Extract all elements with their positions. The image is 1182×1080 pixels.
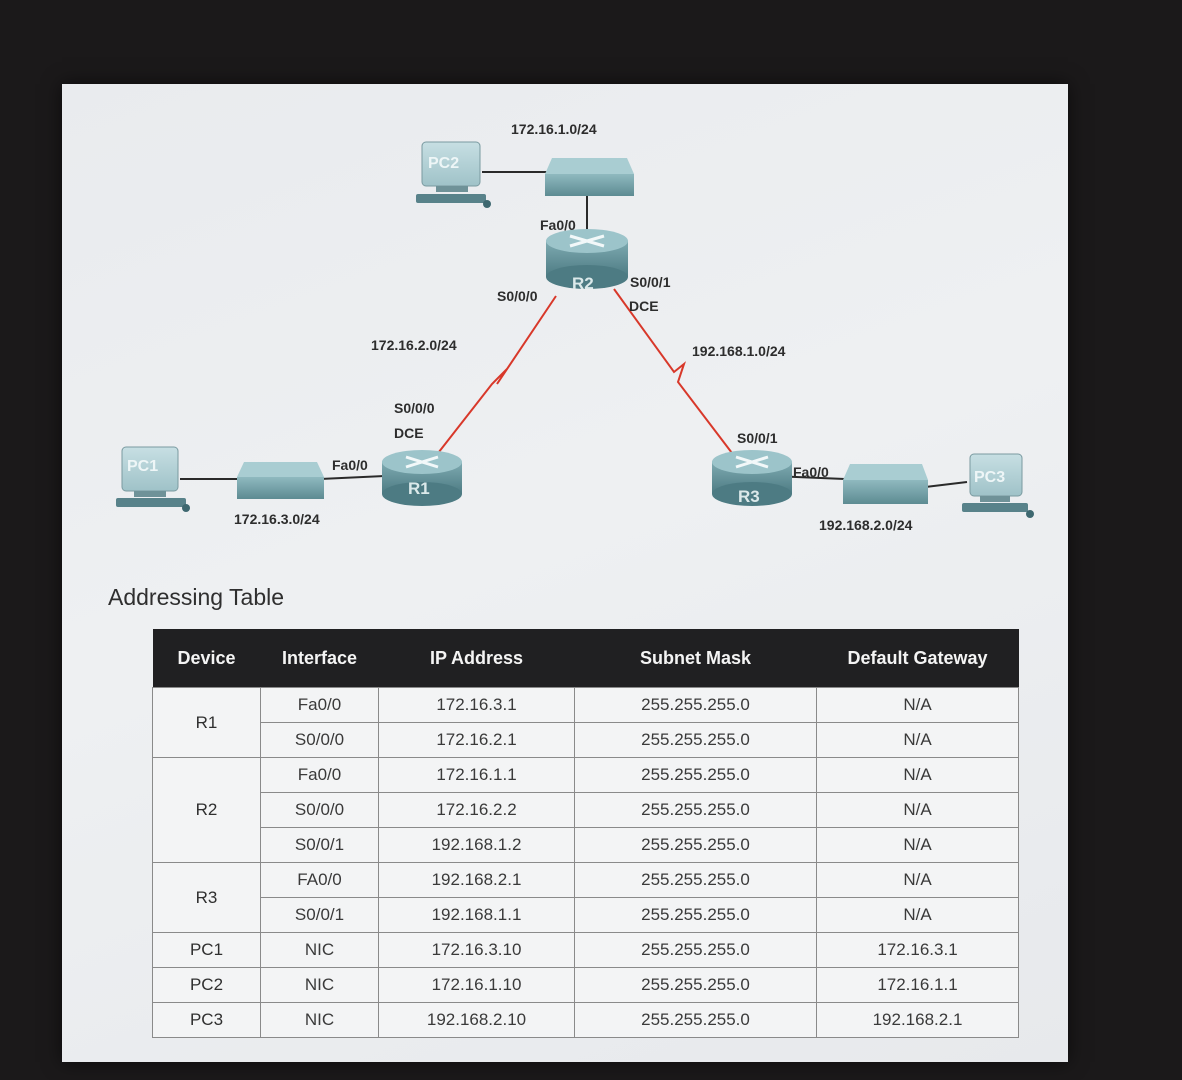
ip-cell: 172.16.3.1 [378,687,575,723]
gateway-cell: N/A [816,827,1019,863]
serial-link-r1-r2 [434,295,557,458]
switch-icon-r3-lan [843,464,928,504]
table-row: R3 FA0/0 192.168.2.1 255.255.255.0 N/A [152,862,1019,933]
r2-label: R2 [572,274,594,293]
gateway-cell: N/A [816,897,1019,933]
pc1-icon: PC1 [116,446,190,512]
gateway-cell: 172.16.1.1 [816,967,1019,1003]
ip-cell: 172.16.2.2 [378,792,575,828]
interface-cell: Fa0/0 [260,757,379,793]
interface-cell: S0/0/1 [260,827,379,863]
device-cell: PC3 [152,1002,261,1038]
serial-link-r2-r3 [613,288,736,458]
table-row: PC1 NIC 172.16.3.10 255.255.255.0 172.16… [152,932,1019,968]
gateway-cell: N/A [816,722,1019,758]
device-cell: R2 [152,757,261,863]
mask-cell: 255.255.255.0 [574,827,817,863]
pc3-icon: PC3 [962,453,1034,518]
mask-cell: 255.255.255.0 [574,862,817,898]
document-page: PC2 R2 PC1 [62,84,1068,1062]
pc1-label: PC1 [127,458,158,475]
interface-label-r2-fa0-0: Fa0/0 [540,217,576,233]
device-cell: PC2 [152,967,261,1003]
interface-cell: NIC [260,967,379,1003]
ip-cell: 172.16.3.10 [378,932,575,968]
interface-cell: S0/0/0 [260,792,379,828]
interface-label-r1-s0-0-0: S0/0/0 [394,400,435,416]
header-default-gateway: Default Gateway [816,629,1019,688]
switch-icon-r2-lan [545,158,634,196]
mask-cell: 255.255.255.0 [574,687,817,723]
pc3-label: PC3 [974,469,1005,486]
device-cell: R3 [152,862,261,933]
link-switch-r1 [319,475,385,480]
pc2-icon: PC2 [416,141,491,208]
interface-label-r3-fa0-0: Fa0/0 [793,464,829,480]
gateway-cell: 172.16.3.1 [816,932,1019,968]
interface-cell: S0/0/0 [260,722,379,758]
router-icon-r3: R3 [712,450,792,506]
header-ip-address: IP Address [378,629,575,688]
interface-cell: Fa0/0 [260,687,379,723]
mask-cell: 255.255.255.0 [574,722,817,758]
ip-cell: 192.168.2.10 [378,1002,575,1038]
table-row: S0/0/0 172.16.2.1 255.255.255.0 N/A [153,722,1019,758]
ip-cell: 172.16.1.1 [378,757,575,793]
network-label-wan-r2-r3: 192.168.1.0/24 [692,343,786,359]
network-label-lan-pc2: 172.16.1.0/24 [511,121,597,137]
mask-cell: 255.255.255.0 [574,1002,817,1038]
table-row: S0/0/0 172.16.2.2 255.255.255.0 N/A [153,792,1019,828]
gateway-cell: 192.168.2.1 [816,1002,1019,1038]
gateway-cell: N/A [816,792,1019,828]
table-row: PC3 NIC 192.168.2.10 255.255.255.0 192.1… [152,1002,1019,1038]
interface-label-r2-s0-0-0: S0/0/0 [497,288,538,304]
network-label-lan-pc1: 172.16.3.0/24 [234,511,320,527]
interface-label-r2-s0-0-1: S0/0/1 [630,274,671,290]
gateway-cell: N/A [816,757,1019,793]
mask-cell: 255.255.255.0 [574,897,817,933]
header-interface: Interface [260,629,379,688]
mask-cell: 255.255.255.0 [574,792,817,828]
network-label-wan-r1-r2: 172.16.2.0/24 [371,337,457,353]
interface-label-r2-dce: DCE [629,298,659,314]
gateway-cell: N/A [816,687,1019,723]
table-row: S0/0/1 192.168.1.2 255.255.255.0 N/A [153,827,1019,863]
interface-label-r3-s0-0-1: S0/0/1 [737,430,778,446]
interface-cell: FA0/0 [260,862,379,898]
r1-label: R1 [408,479,430,498]
interface-label-r1-dce: DCE [394,425,424,441]
network-topology-diagram: PC2 R2 PC1 [116,121,1034,533]
section-title: Addressing Table [108,584,285,610]
r3-label: R3 [738,487,760,506]
router-icon-r2: R2 [546,229,628,293]
device-cell: PC1 [152,932,261,968]
table-row: R1 Fa0/0 172.16.3.1 255.255.255.0 N/A [152,687,1019,758]
interface-label-r1-fa0-0: Fa0/0 [332,457,368,473]
mask-cell: 255.255.255.0 [574,932,817,968]
switch-icon-r1-lan [237,462,324,499]
ip-cell: 192.168.1.2 [378,827,575,863]
ip-cell: 172.16.2.1 [378,722,575,758]
pc2-label: PC2 [428,155,459,172]
ip-cell: 192.168.2.1 [378,862,575,898]
header-device: Device [152,629,261,688]
ip-cell: 172.16.1.10 [378,967,575,1003]
interface-cell: NIC [260,1002,379,1038]
mask-cell: 255.255.255.0 [574,967,817,1003]
interface-cell: S0/0/1 [260,897,379,933]
gateway-cell: N/A [816,862,1019,898]
interface-cell: NIC [260,932,379,968]
table-row: PC2 NIC 172.16.1.10 255.255.255.0 172.16… [152,967,1019,1003]
mask-cell: 255.255.255.0 [574,757,817,793]
table-row: S0/0/1 192.168.1.1 255.255.255.0 N/A [153,897,1019,933]
table-header-row: Device Interface IP Address Subnet Mask … [152,629,1019,688]
header-subnet-mask: Subnet Mask [574,629,817,688]
device-cell: R1 [152,687,261,758]
router-icon-r1: R1 [382,450,462,506]
table-row: R2 Fa0/0 172.16.1.1 255.255.255.0 N/A [152,757,1019,863]
network-label-lan-pc3: 192.168.2.0/24 [819,517,913,533]
ip-cell: 192.168.1.1 [378,897,575,933]
addressing-table: Device Interface IP Address Subnet Mask … [152,629,1019,1038]
